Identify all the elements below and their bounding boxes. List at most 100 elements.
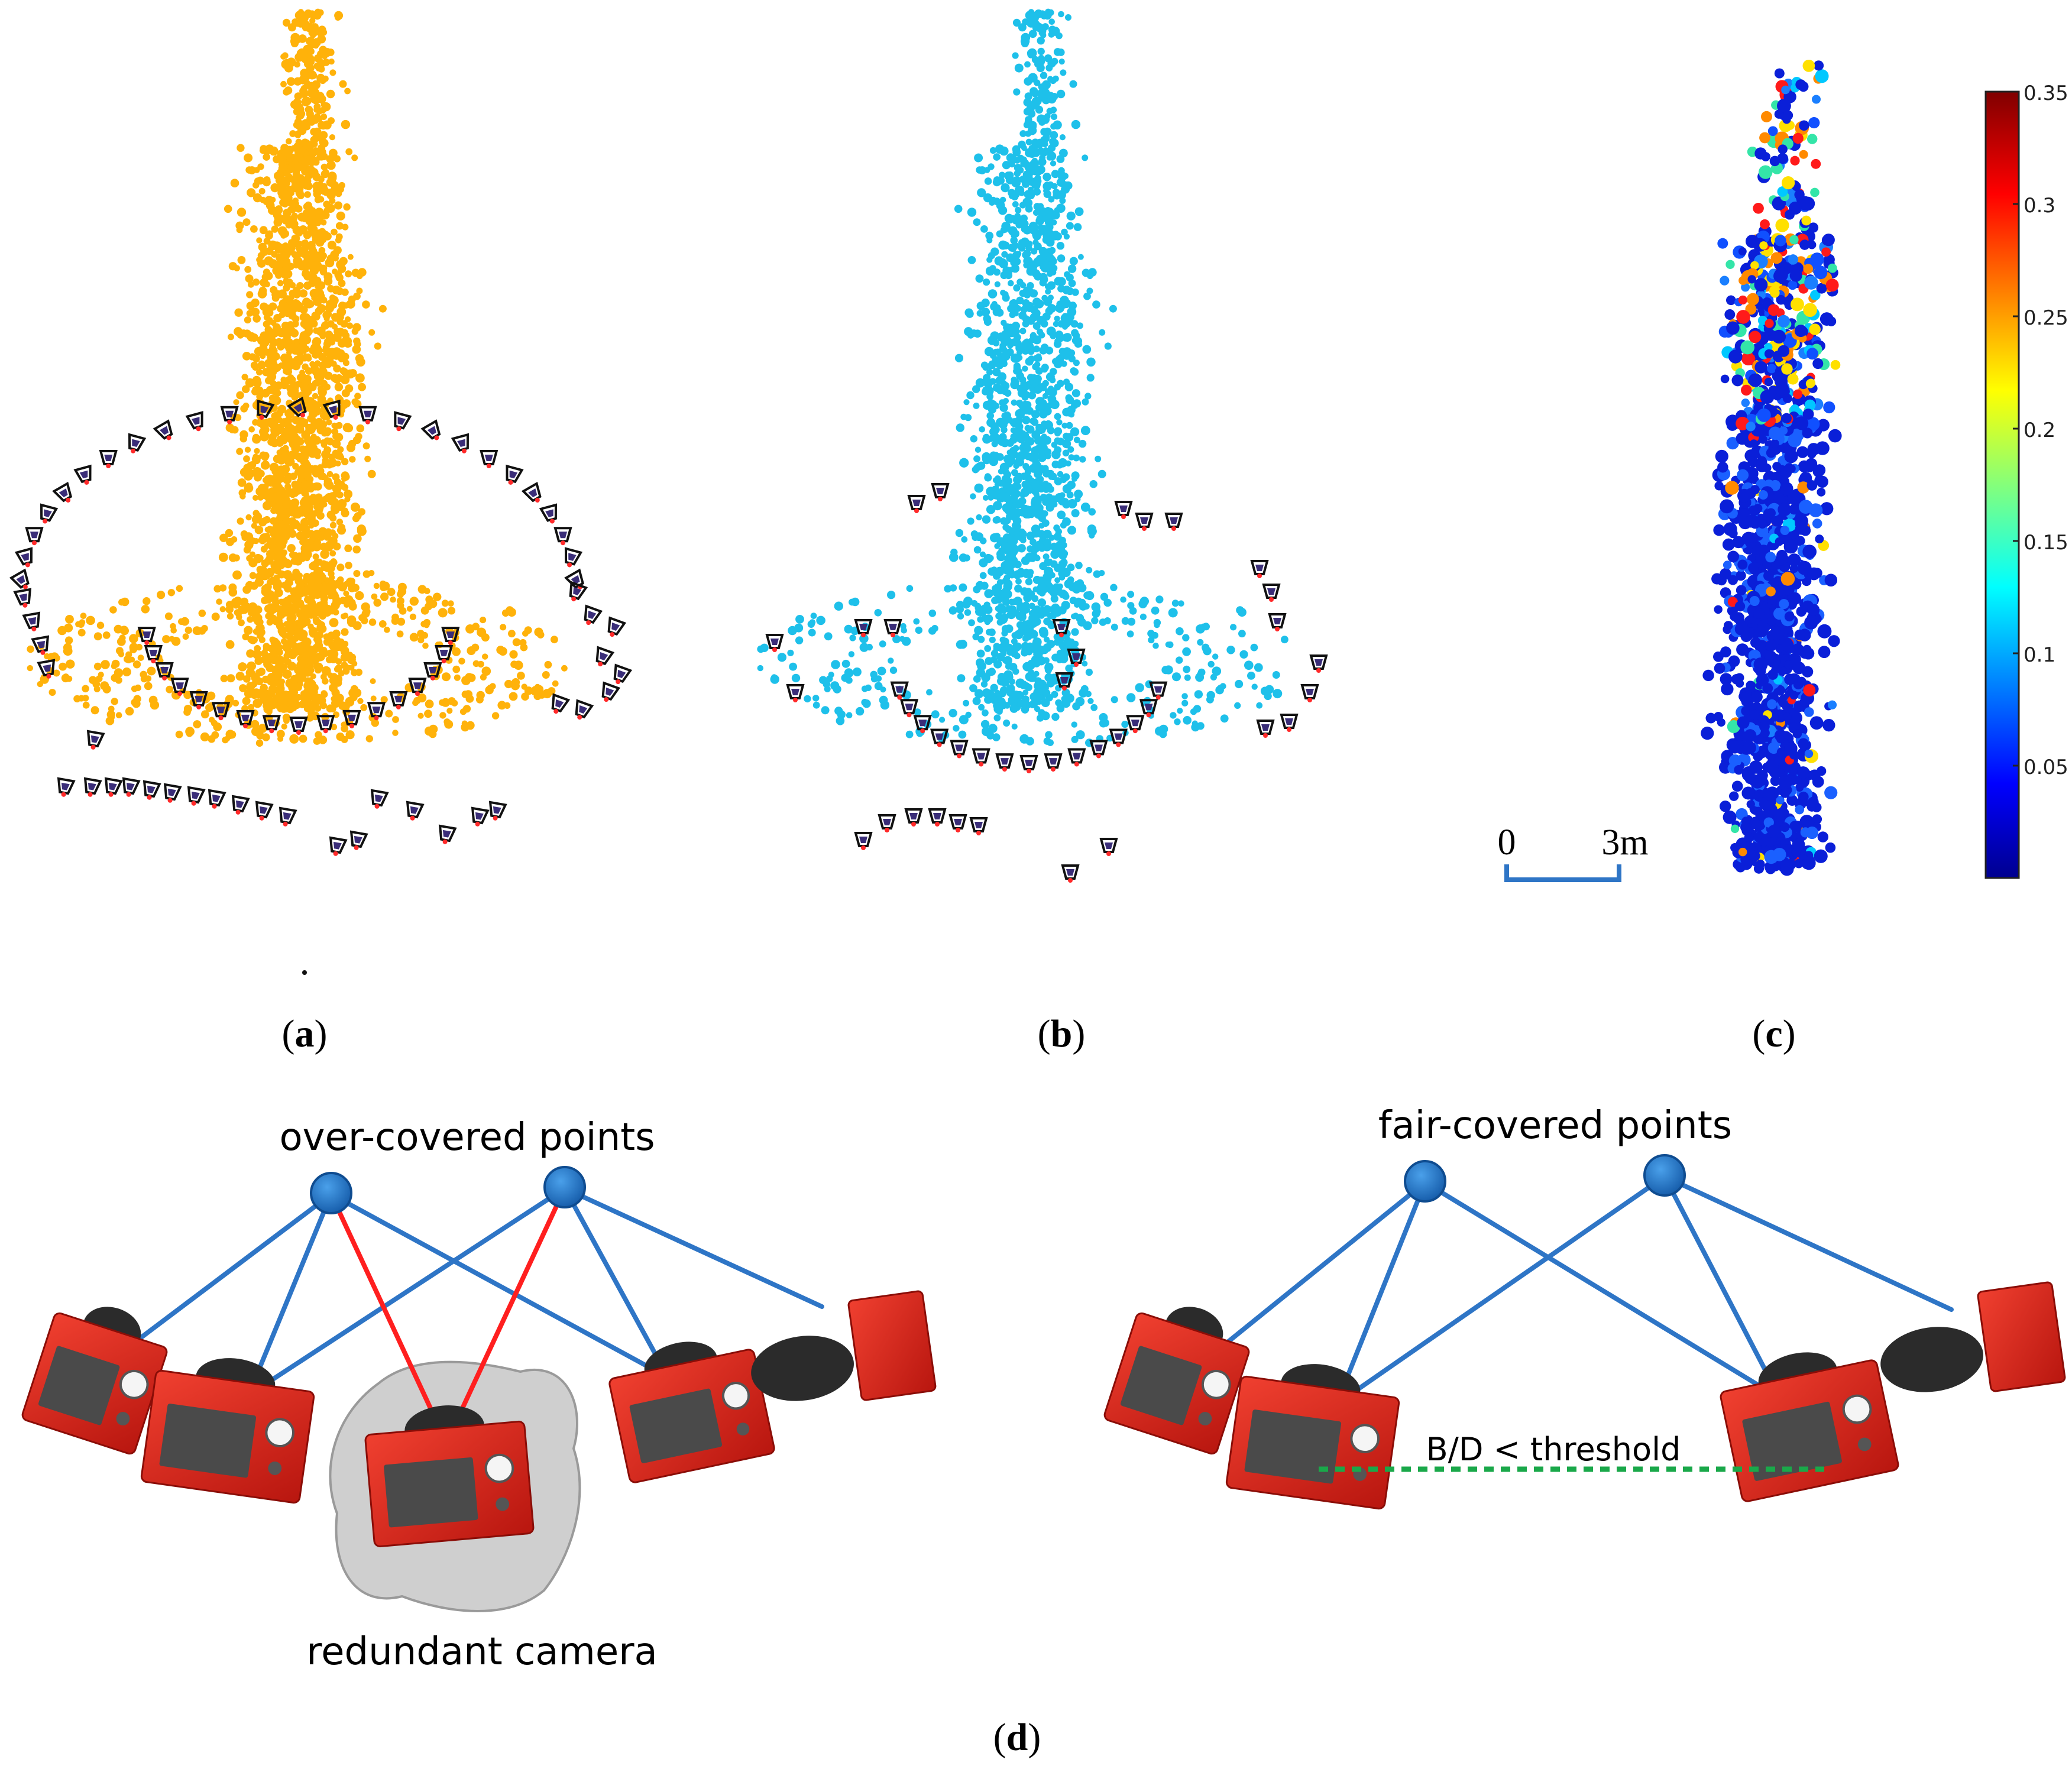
cloud-point bbox=[260, 247, 269, 256]
cloud-point bbox=[267, 673, 276, 682]
cloud-point bbox=[290, 220, 299, 228]
cloud-point bbox=[1092, 300, 1100, 309]
cloud-point bbox=[257, 555, 264, 562]
cloud-point bbox=[256, 257, 263, 263]
cloud-point bbox=[1013, 364, 1021, 372]
cloud-point bbox=[242, 675, 251, 683]
cloud-point bbox=[1044, 207, 1052, 214]
cloud-point bbox=[1009, 605, 1017, 613]
cloud-point bbox=[1042, 89, 1048, 96]
cloud-point bbox=[423, 622, 430, 628]
cloud-point bbox=[303, 313, 310, 321]
cloud-point bbox=[292, 299, 300, 307]
cloud-point bbox=[249, 572, 257, 579]
cloud-point bbox=[1043, 689, 1051, 697]
cloud-point bbox=[1023, 98, 1032, 107]
cloud-point bbox=[979, 551, 986, 558]
cloud-point bbox=[1001, 650, 1007, 657]
camera-marker bbox=[949, 814, 967, 834]
cloud-point bbox=[970, 493, 976, 500]
cloud-point bbox=[1164, 665, 1173, 675]
cloud-point bbox=[967, 517, 975, 525]
cloud-point bbox=[380, 592, 389, 601]
cloud-point bbox=[396, 630, 404, 638]
cloud-point bbox=[312, 312, 320, 321]
cloud-point bbox=[1005, 459, 1014, 468]
camera-marker bbox=[854, 619, 872, 639]
cloud-point bbox=[331, 228, 338, 236]
cloud-point bbox=[1174, 718, 1181, 725]
cloud-point bbox=[452, 647, 461, 656]
cloud-point bbox=[297, 345, 305, 354]
cloud-point bbox=[264, 526, 271, 533]
cloud-point bbox=[233, 597, 242, 607]
camera-marker bbox=[25, 527, 44, 547]
cloud-point bbox=[1129, 607, 1137, 615]
cloud-point bbox=[509, 650, 518, 659]
cloud-point bbox=[225, 640, 235, 649]
cloud-point bbox=[342, 702, 350, 711]
cloud-point bbox=[1192, 720, 1198, 727]
camera-marker bbox=[564, 581, 587, 605]
cloud-point bbox=[993, 383, 1002, 392]
cloud-point bbox=[358, 508, 365, 516]
cloud-point bbox=[178, 618, 185, 625]
cloud-point bbox=[303, 555, 310, 562]
cloud-point bbox=[1176, 656, 1183, 664]
cloud-point bbox=[974, 689, 984, 699]
cloud-point bbox=[1024, 631, 1033, 640]
cloud-point bbox=[287, 699, 295, 708]
camera-marker bbox=[74, 465, 96, 488]
cloud-point bbox=[1072, 702, 1080, 711]
cloud-point bbox=[1043, 636, 1050, 643]
cloud-point bbox=[352, 545, 361, 554]
cloud-point bbox=[1060, 521, 1067, 529]
cloud-point bbox=[420, 606, 429, 615]
cloud-point bbox=[1064, 407, 1073, 416]
cloud-point bbox=[990, 247, 999, 256]
cloud-point bbox=[313, 54, 322, 62]
camera-marker bbox=[786, 684, 804, 704]
cloud-point bbox=[148, 667, 156, 675]
cloud-point bbox=[238, 619, 245, 627]
cloud-point bbox=[1071, 389, 1080, 398]
cloud-point bbox=[96, 621, 105, 629]
cloud-point bbox=[319, 702, 328, 709]
cloud-point bbox=[973, 675, 981, 683]
cloud-point bbox=[273, 561, 280, 569]
cloud-point bbox=[1041, 294, 1048, 302]
cloud-point bbox=[345, 148, 353, 155]
cloud-point bbox=[341, 289, 349, 296]
cloud-point bbox=[305, 105, 313, 114]
cloud-point bbox=[1016, 602, 1026, 612]
cloud-point bbox=[287, 662, 297, 671]
cloud-point bbox=[1207, 660, 1215, 668]
cloud-point bbox=[993, 714, 1001, 722]
cloud-point bbox=[234, 609, 241, 616]
cloud-point bbox=[286, 601, 293, 608]
cloud-point bbox=[122, 667, 131, 676]
cloud-point bbox=[487, 685, 494, 691]
cloud-point bbox=[390, 596, 396, 603]
cloud-point bbox=[169, 636, 175, 642]
cloud-point bbox=[509, 692, 518, 701]
cloud-point bbox=[1051, 210, 1060, 220]
cloud-point bbox=[1049, 612, 1057, 620]
cloud-point bbox=[101, 660, 110, 669]
cloud-point bbox=[812, 701, 820, 709]
cloud-point bbox=[1059, 134, 1066, 141]
cloud-point bbox=[391, 617, 399, 625]
cloud-point bbox=[364, 455, 371, 462]
cloud-point bbox=[249, 607, 257, 615]
cloud-point bbox=[1031, 157, 1038, 164]
cloud-point bbox=[310, 32, 316, 38]
cloud-point bbox=[1041, 433, 1047, 440]
cloud-point bbox=[1013, 477, 1020, 484]
cloud-point bbox=[306, 36, 315, 45]
cloud-point bbox=[1070, 367, 1077, 375]
cloud-point bbox=[295, 138, 302, 145]
cloud-point bbox=[789, 662, 797, 671]
cloud-point bbox=[321, 183, 328, 190]
cloud-point bbox=[1168, 608, 1178, 618]
cloud-point bbox=[975, 462, 983, 471]
